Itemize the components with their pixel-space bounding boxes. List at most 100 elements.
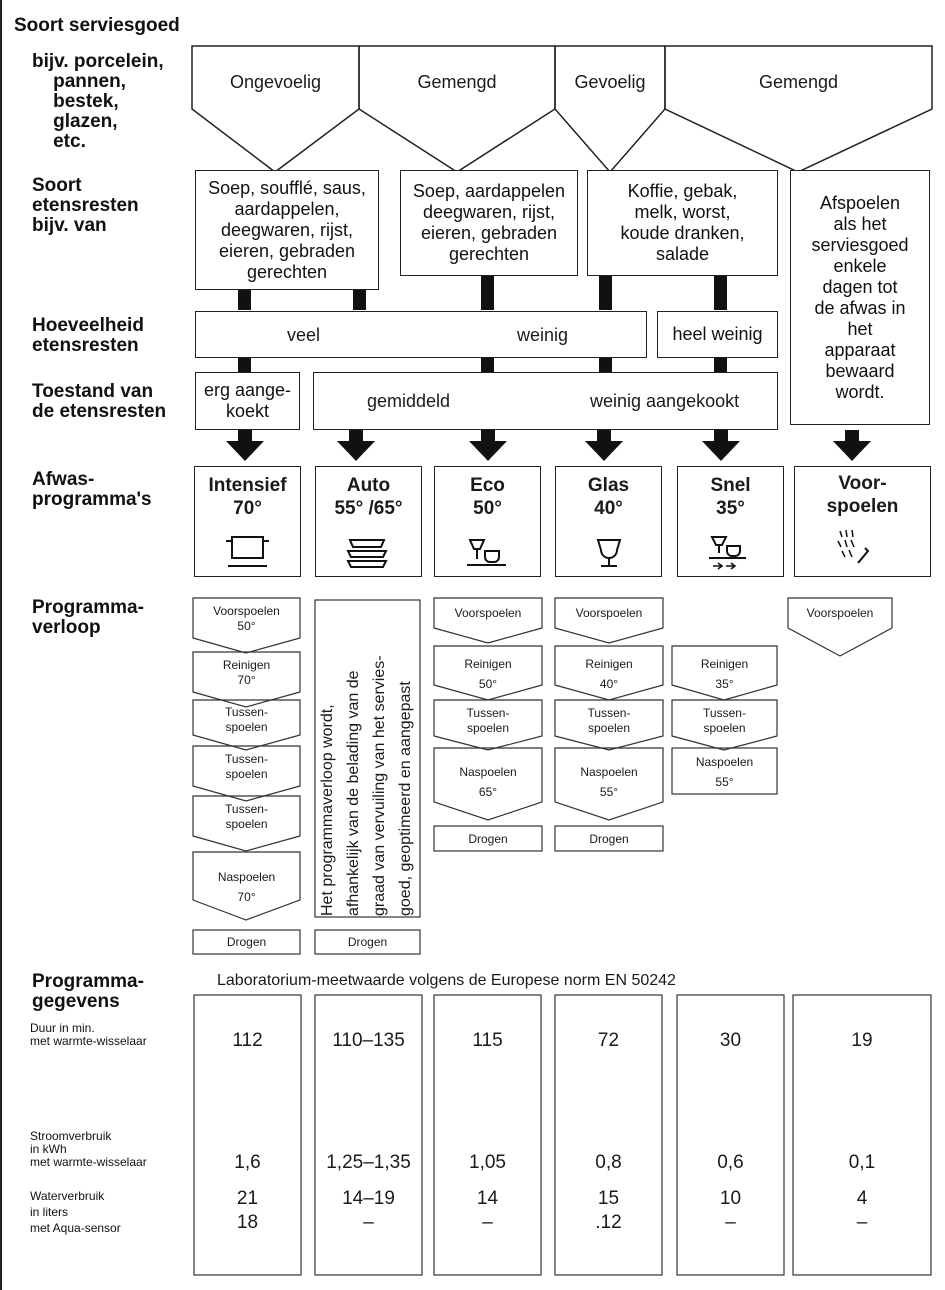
etensresten-box-4: Afspoelen als het serviesgoed enkele dag… [790, 170, 930, 425]
water-value: 15 [597, 1188, 620, 1209]
toestand-erg-aangekoekt: erg aange- koekt [195, 372, 300, 430]
step-glas-1: Voorspoelen [575, 606, 643, 620]
label-water: Waterverbruik in liters met Aqua-sensor [30, 1189, 121, 1235]
stroom-value: 0,8 [595, 1152, 622, 1173]
step-intensief-2: Reinigen 70° [222, 658, 271, 687]
duur-value: 112 [232, 1030, 263, 1051]
water-value: 14 [476, 1188, 499, 1209]
connector-bar [238, 430, 251, 434]
stroom-value: 1,6 [234, 1152, 261, 1173]
water-aqua-value: – [856, 1212, 868, 1233]
connector-bar [599, 276, 612, 310]
program-name: Glas [587, 475, 630, 496]
connector-bar [599, 358, 612, 372]
serviesgoed-gemengd-1: Gemengd [417, 72, 497, 92]
program-voorspoelen [794, 466, 931, 577]
water-aqua-value: – [725, 1212, 736, 1233]
step-voorspoelen-1: Voorspoelen [806, 606, 874, 620]
step-eco-1: Voorspoelen [454, 606, 522, 620]
etensresten-box-3: Koffie, gebak, melk, worst, koude dranke… [587, 170, 778, 276]
connector-bar [481, 276, 494, 310]
serviesgoed-ongevoelig: Ongevoelig [229, 72, 322, 92]
step-snel-3: Naspoelen 55° [695, 755, 754, 789]
serviesgoed-shield-1 [191, 45, 360, 173]
step-glas-4: Naspoelen 55° [580, 765, 638, 799]
step-auto-drogen: Drogen [347, 935, 388, 949]
gegevens-header: Laboratorium-meetwaarde volgens de Europ… [217, 972, 676, 989]
serviesgoed-gevoelig: Gevoelig [574, 72, 646, 92]
stroom-value: 1,05 [469, 1152, 506, 1173]
serviesgoed-shield-4 [664, 45, 933, 173]
label-hoeveelheid: Hoeveelheid etensresten [32, 315, 144, 356]
connector-bar [238, 358, 251, 372]
water-value: 10 [719, 1188, 742, 1209]
step-eco-5: Drogen [468, 832, 508, 846]
program-name: Voor- spoelen [826, 473, 899, 517]
label-afwas-programmas: Afwas- programma's [32, 469, 152, 510]
toestand-gemiddeld: gemiddeld [367, 391, 451, 411]
step-snel-2: Tussen- spoelen [703, 706, 746, 735]
duur-value: 110–135 [332, 1030, 405, 1051]
step-glas-5: Drogen [589, 832, 629, 846]
water-aqua-value: 18 [236, 1212, 259, 1233]
duur-value: 30 [719, 1030, 742, 1051]
hoeveelheid-heel-weinig: heel weinig [657, 311, 778, 358]
label-bijv-porcelein: bijv. porcelein, pannen, bestek, glazen,… [32, 51, 164, 152]
serviesgoed-shield-2 [358, 45, 556, 173]
program-temp: 50° [473, 498, 502, 519]
water-aqua-value: .12 [595, 1212, 622, 1233]
program-name: Intensief [208, 475, 287, 496]
step-eco-3: Tussen- spoelen [466, 706, 510, 735]
etensresten-box-2: Soep, aardappelen deegwaren, rijst, eier… [400, 170, 578, 276]
serviesgoed-shield-3 [554, 45, 666, 174]
stroom-value: 0,6 [717, 1152, 744, 1173]
step-intensief-6: Naspoelen 70° [217, 870, 276, 904]
toestand-weinig: weinig aangekookt [590, 391, 740, 411]
serviesgoed-gemengd-2: Gemengd [758, 72, 839, 92]
program-temp: 55° /65° [334, 498, 403, 519]
etensresten-box-1: Soep, soufflé, saus, aardappelen, deegwa… [195, 170, 379, 290]
connector-bar [353, 290, 366, 310]
duur-value: 72 [597, 1030, 620, 1051]
program-temp: 70° [233, 498, 262, 519]
label-soort-serviesgoed: Soort serviesgoed [14, 15, 180, 36]
program-name: Snel [710, 475, 751, 496]
duur-value: 115 [472, 1030, 503, 1051]
hoeveelheid-weinig: weinig [517, 325, 569, 345]
step-intensief-5: Tussen- spoelen [225, 802, 268, 831]
label-soort-etensresten: Soort etensresten bijv. van [32, 175, 139, 236]
hoeveelheid-band [195, 311, 647, 358]
connector-bar [238, 290, 251, 310]
step-glas-3: Tussen- spoelen [587, 706, 631, 735]
label-programma-gegevens: Programma- gegevens [32, 971, 144, 1012]
program-temp: 40° [594, 498, 623, 519]
water-aqua-value: – [482, 1212, 493, 1233]
program-name: Eco [470, 475, 505, 496]
label-toestand: Toestand van de etensresten [32, 381, 167, 422]
toestand-band [313, 372, 778, 430]
water-value: 4 [856, 1188, 868, 1209]
step-intensief-4: Tussen- spoelen [225, 752, 268, 781]
duur-value: 19 [851, 1030, 873, 1051]
label-duur: Duur in min. met warmte-wisselaar [30, 1021, 147, 1048]
program-name: Auto [346, 475, 391, 496]
step-glas-2: Reinigen 40° [585, 657, 633, 691]
program-temp: 35° [716, 498, 745, 519]
water-value: 21 [236, 1188, 259, 1209]
step-intensief-7: Drogen [226, 935, 267, 949]
stroom-value: 1,25–1,35 [326, 1152, 411, 1173]
connector-bar [714, 358, 727, 372]
water-aqua-value: – [363, 1212, 374, 1233]
program-eco [434, 466, 541, 577]
connector-bar [714, 276, 727, 310]
step-intensief-3: Tussen- spoelen [225, 705, 268, 734]
step-eco-2: Reinigen 50° [464, 657, 512, 691]
step-intensief-1: Voorspoelen 50° [213, 604, 280, 633]
